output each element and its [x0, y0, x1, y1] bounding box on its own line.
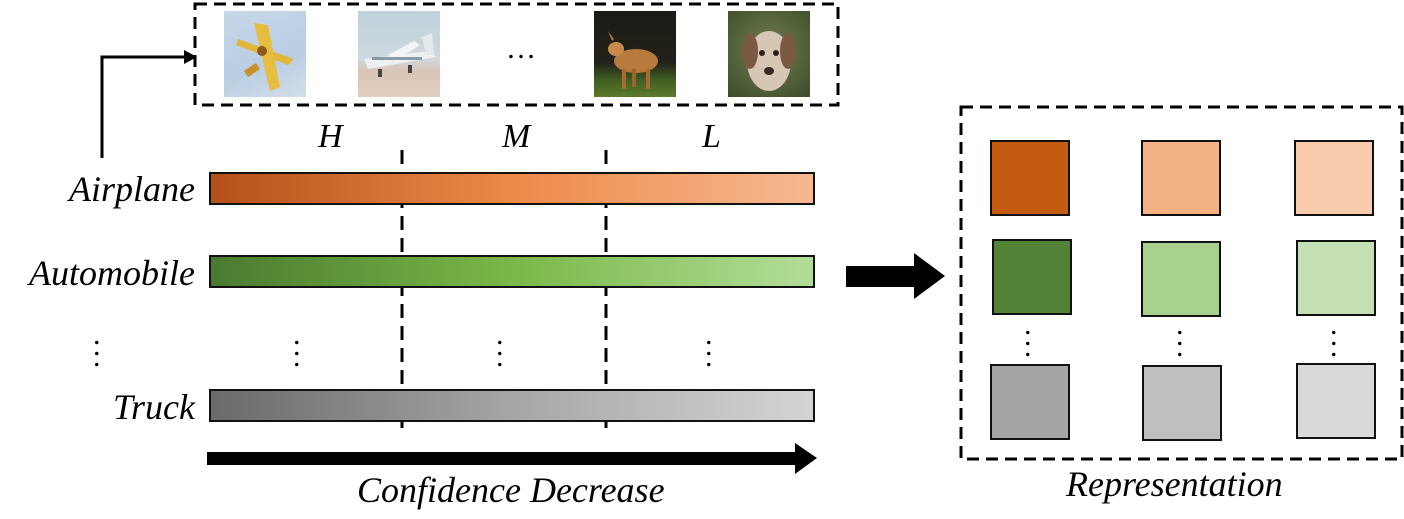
confidence-arrow-shaft — [207, 452, 797, 465]
confidence-arrow-head — [795, 443, 817, 474]
rep-ellipsis-c0: ... — [1024, 308, 1032, 363]
representation-label: Representation — [1066, 464, 1283, 504]
rep-square-r0-c0 — [990, 140, 1070, 216]
airplane-yellow-thumbnail — [224, 11, 306, 97]
rep-square-r1-c2 — [1296, 240, 1376, 316]
rep-square-r1-c0 — [992, 239, 1072, 315]
representation-box — [959, 105, 1404, 461]
row-ellipsis-m: ... — [496, 318, 504, 373]
row-ellipsis-label: ... — [93, 318, 101, 373]
class-label-airplane: Airplane — [69, 169, 195, 209]
mapping-arrow-shaft — [846, 266, 916, 287]
level-high-label: H — [318, 118, 343, 155]
image-group-box — [193, 2, 840, 107]
level-medium-label: M — [502, 118, 531, 155]
rep-square-r1-c1 — [1141, 241, 1221, 317]
connector-line — [100, 55, 185, 158]
class-label-truck: Truck — [112, 387, 195, 427]
rep-square-r0-c1 — [1141, 140, 1221, 216]
dog-thumbnail — [728, 11, 810, 97]
class-bar-airplane — [209, 172, 815, 205]
airplane-white-thumbnail — [358, 11, 440, 97]
row-ellipsis-l: ... — [705, 318, 713, 373]
mapping-arrow-head — [914, 253, 945, 299]
rep-square-r2-c2 — [1296, 363, 1376, 439]
level-low-label: L — [702, 118, 721, 155]
class-label-automobile: Automobile — [29, 253, 195, 293]
rep-square-r0-c2 — [1294, 140, 1374, 216]
deer-thumbnail — [594, 11, 676, 97]
axis-label: Confidence Decrease — [357, 470, 665, 510]
class-bar-truck — [209, 389, 815, 422]
rep-square-r2-c0 — [990, 364, 1070, 440]
row-ellipsis-h: ... — [293, 318, 301, 373]
class-bar-automobile — [209, 255, 815, 288]
rep-square-r2-c1 — [1142, 365, 1222, 441]
rep-ellipsis-c1: ... — [1176, 308, 1184, 363]
connector-arrowhead — [184, 50, 197, 64]
image-ellipsis: … — [506, 32, 536, 65]
rep-ellipsis-c2: ... — [1330, 308, 1338, 363]
